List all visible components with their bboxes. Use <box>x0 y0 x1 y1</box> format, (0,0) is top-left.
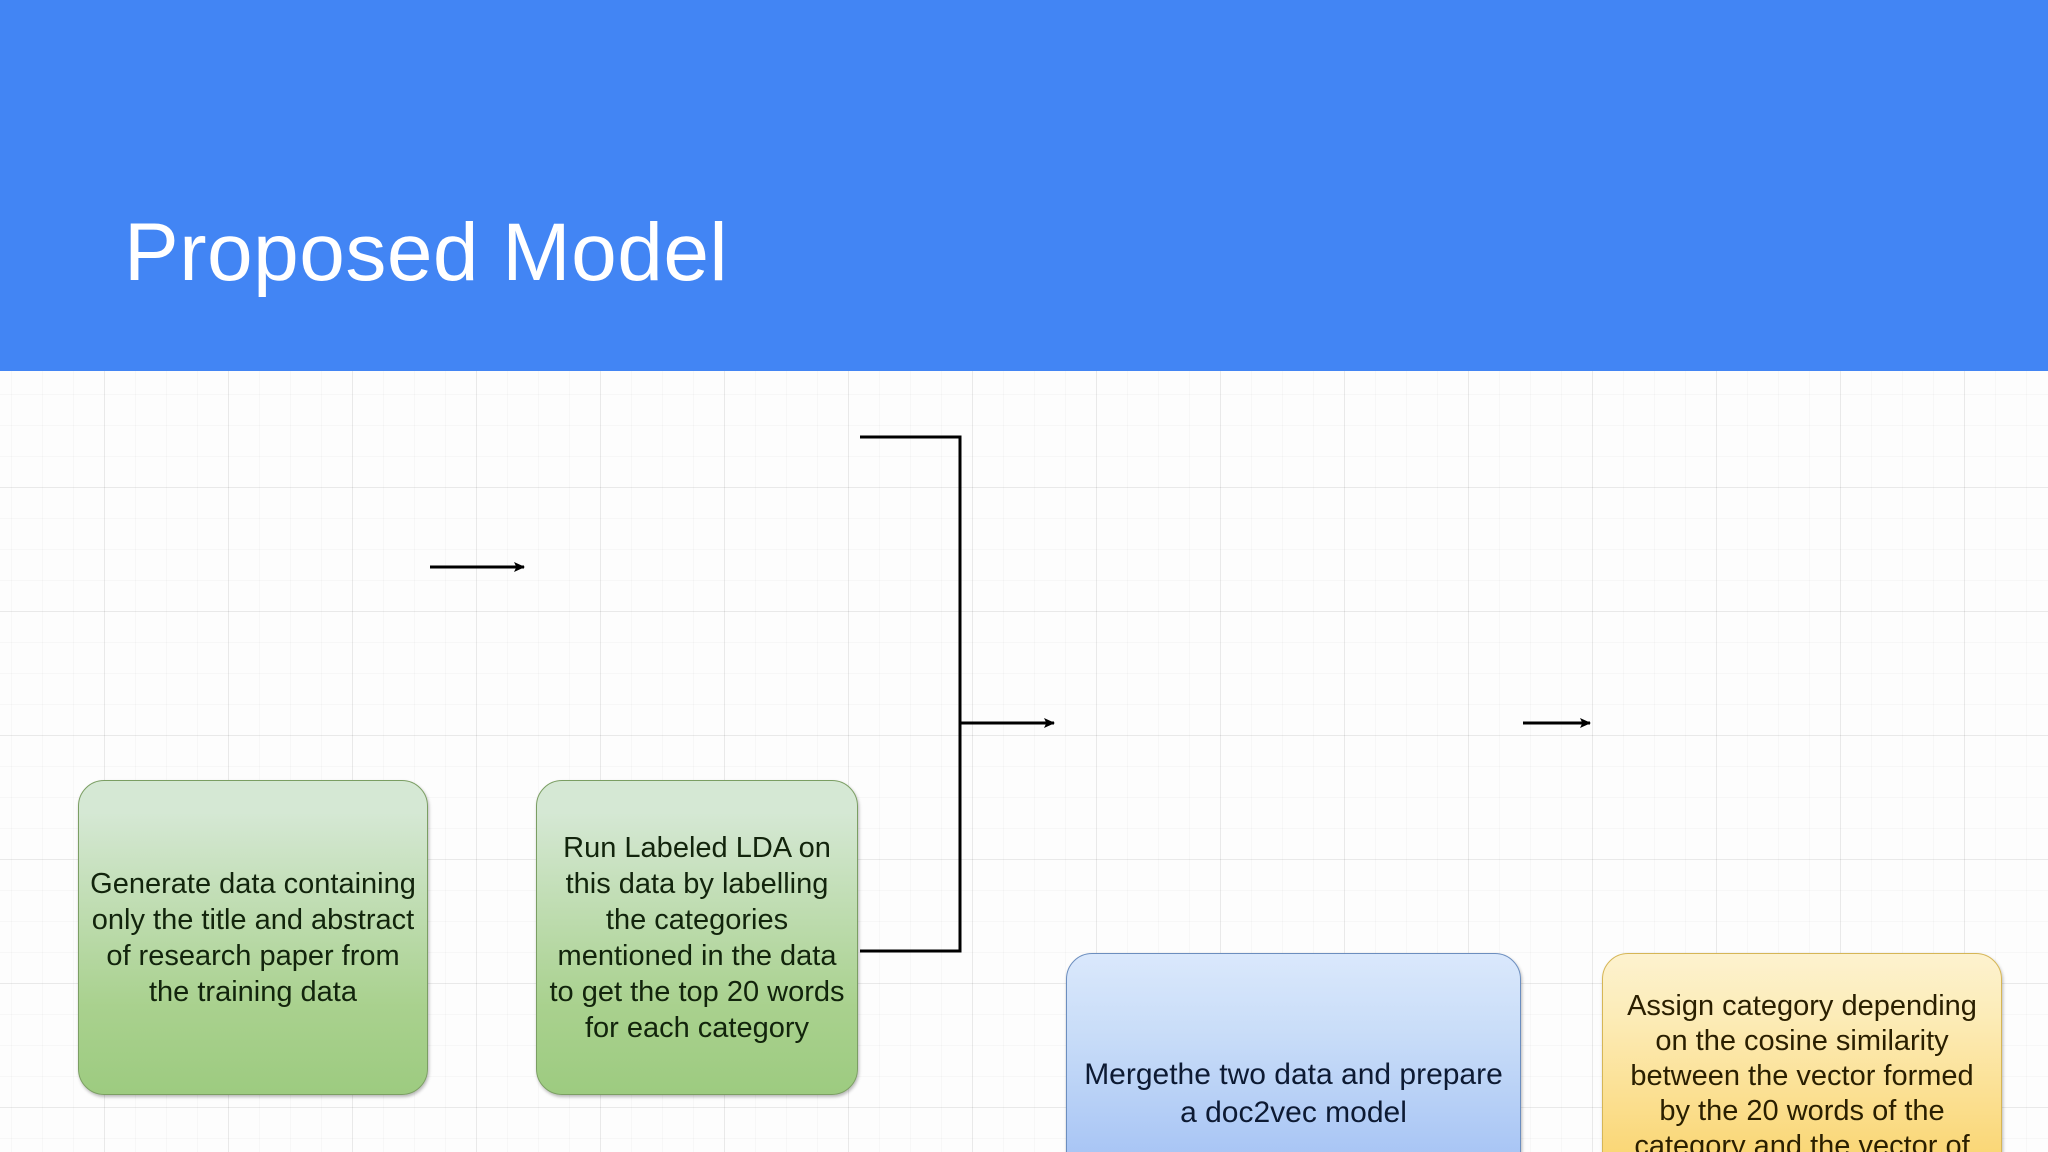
page-title: Proposed Model <box>124 207 729 298</box>
flow-node-labeled-lda-label: Run Labeled LDA on this data by labellin… <box>549 831 845 1044</box>
flow-node-labeled-lda[interactable]: Run Labeled LDA on this data by labellin… <box>536 780 858 1095</box>
diagram-canvas: Generate data containing only the title … <box>0 371 2048 1152</box>
flow-node-assign-category-label: Assign category depending on the cosine … <box>1627 989 1977 1152</box>
flow-node-merge-doc2vec-label: Mergethe two data and prepare a doc2vec … <box>1084 1057 1503 1129</box>
flow-node-train-data-label: Generate data containing only the title … <box>90 867 416 1008</box>
header-band: Proposed Model <box>0 0 2048 371</box>
edge-lda-to-merge <box>860 435 1055 728</box>
edge-test-to-merge <box>860 723 962 953</box>
flow-node-assign-category[interactable]: Assign category depending on the cosine … <box>1602 953 2002 1152</box>
flow-node-train-data[interactable]: Generate data containing only the title … <box>78 780 428 1095</box>
flow-node-merge-doc2vec[interactable]: Mergethe two data and prepare a doc2vec … <box>1066 953 1521 1152</box>
